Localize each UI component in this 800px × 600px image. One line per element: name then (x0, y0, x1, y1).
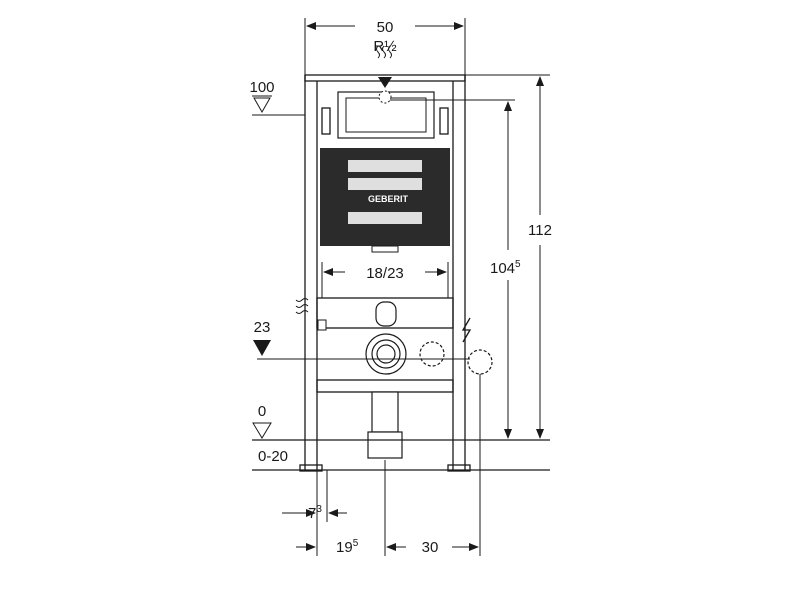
total-height-dimension: 112 (465, 74, 552, 439)
svg-text:0: 0 (258, 403, 266, 420)
supply-connection-icon (378, 90, 392, 104)
drain-option-icon (419, 341, 445, 367)
bracket-spacing-label: 18/23 (366, 265, 404, 282)
power-supply-icon (461, 317, 472, 343)
brand-logo: GEBERIT (368, 194, 409, 204)
installation-frame (299, 74, 471, 472)
svg-text:23: 23 (254, 319, 271, 336)
drain-assembly (365, 301, 493, 459)
level-range-label: 0-20 (258, 448, 288, 465)
actuation-height-label: 1045 (490, 259, 521, 277)
offset-mid-label: 195 (336, 538, 359, 556)
water-inlet-icon (295, 298, 327, 331)
offset-right-label: 30 (422, 539, 439, 556)
level-marker-100: 100 (249, 79, 305, 116)
electrical-connection-icon (467, 349, 493, 375)
supply-arrow-icon (378, 77, 392, 88)
bracket-spacing-dimension: 18/23 (321, 262, 449, 298)
level-marker-0: 0 (252, 403, 305, 441)
pipe-connection-label: R½ (373, 38, 397, 55)
width-label: 50 (377, 19, 394, 36)
water-supply-icon (376, 45, 392, 59)
top-width-dimension: 50 (304, 18, 466, 78)
total-height-label: 112 (528, 222, 552, 239)
level-marker-23: 23 (253, 319, 271, 356)
actuator-panel: GEBERIT (320, 90, 450, 253)
level-triangle-icon (253, 97, 271, 114)
bottom-dimensions (282, 374, 481, 556)
level-triangle-filled-icon (253, 340, 271, 356)
actuation-height-dimension: 1045 (390, 99, 521, 439)
level-triangle-icon (252, 422, 272, 439)
offset-left-label: 73 (308, 504, 322, 522)
svg-text:100: 100 (249, 79, 274, 96)
